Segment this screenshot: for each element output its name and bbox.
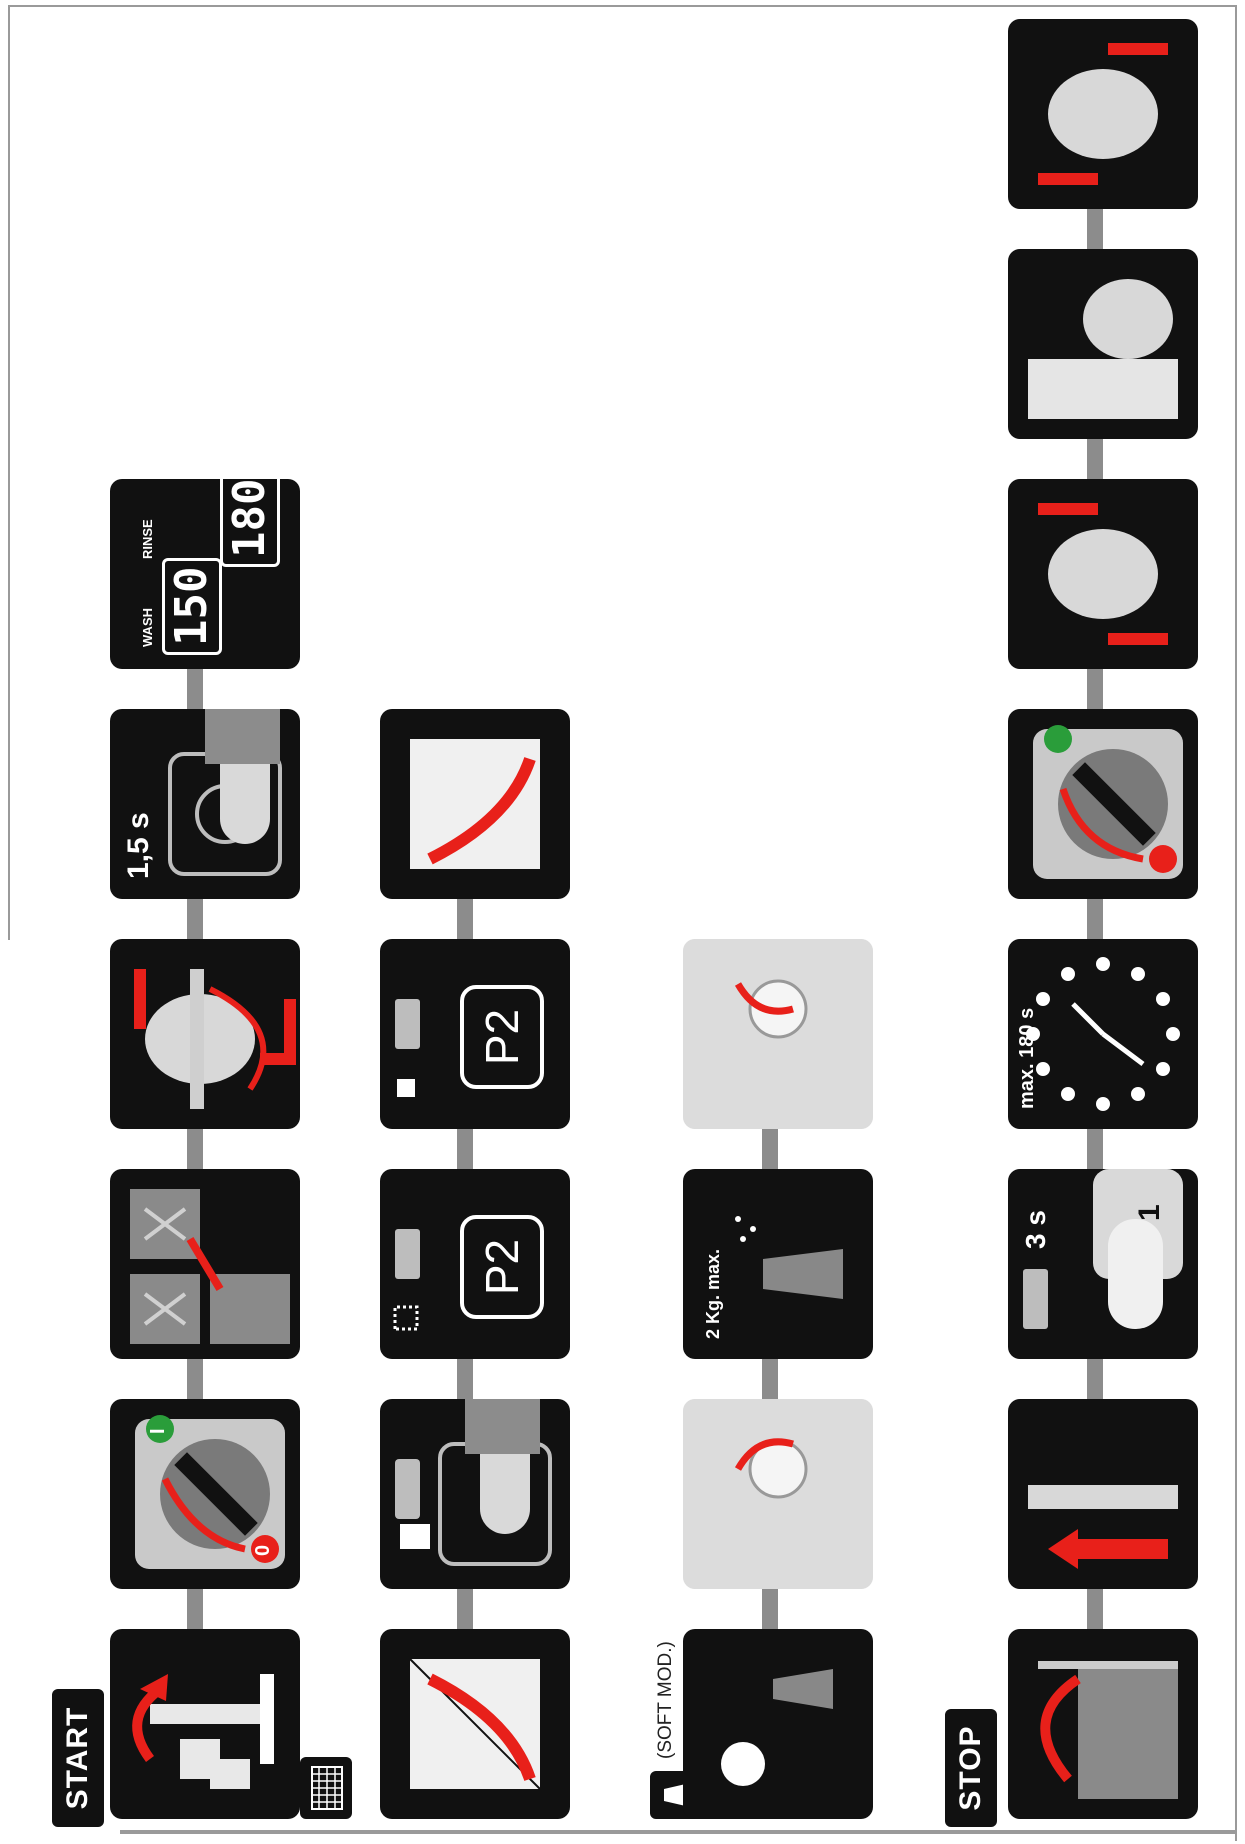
door-open-icon [1008,1629,1198,1819]
temperature-display-icon: WASH 150 RINSE 180 [110,479,300,669]
pipe-remove-icon [1008,1399,1198,1589]
filter-clean-icon [1008,249,1198,439]
drain-button-icon: 3 s 1 [1008,1169,1198,1359]
wash-label: WASH [140,608,155,647]
salt-cap-close-icon [683,939,873,1129]
salt-cap-open-icon [683,1399,873,1589]
power-off-icon [1008,709,1198,899]
overflow-remove-icon [1008,479,1198,669]
power-button-icon: 1,5 s [110,709,300,899]
overflow-insert-icon [1008,19,1198,209]
program-led-blinking-icon: P2 [380,1169,570,1359]
rinse-temp: 180 [220,479,280,567]
program-label: P2 [460,1215,544,1319]
stop-tag: STOP [945,1709,997,1827]
salt-shaker-sun-icon [683,1629,873,1819]
drain-tap-icon [110,1629,300,1819]
max-time-text: max. 180 s [1016,1008,1039,1109]
rack-remove-icon [380,709,570,899]
program-led-icon: P2 [380,939,570,1129]
start-button-icon [380,1399,570,1589]
salt-amount-text: 2 Kg. max. [703,1249,724,1339]
key-number-text: 1 [1133,1204,1167,1221]
rack-insert-icon [380,1629,570,1819]
salt-pour-icon: 2 Kg. max. [683,1169,873,1359]
program-label-2: P2 [460,985,544,1089]
start-tag: START [52,1689,104,1827]
detergent-tanks-icon [110,1169,300,1359]
switch-off-label: 0 [252,1545,275,1556]
rack-tag [300,1757,352,1819]
switch-on-label: I [147,1428,170,1434]
overflow-pipe-icon [110,939,300,1129]
hold-time-text: 3 s [1020,1210,1052,1249]
clock-icon: max. 180 s [1008,939,1198,1129]
stop-label: STOP [954,1725,988,1810]
rack-grid-icon [300,1757,352,1819]
start-label: START [61,1707,95,1810]
soft-mod-note: (SOFT MOD.) [655,1641,677,1759]
wash-temp: 150 [162,558,222,655]
power-switch-icon: 0 I [110,1399,300,1589]
rinse-label: RINSE [140,519,155,559]
press-time-text: 1,5 s [122,812,156,879]
